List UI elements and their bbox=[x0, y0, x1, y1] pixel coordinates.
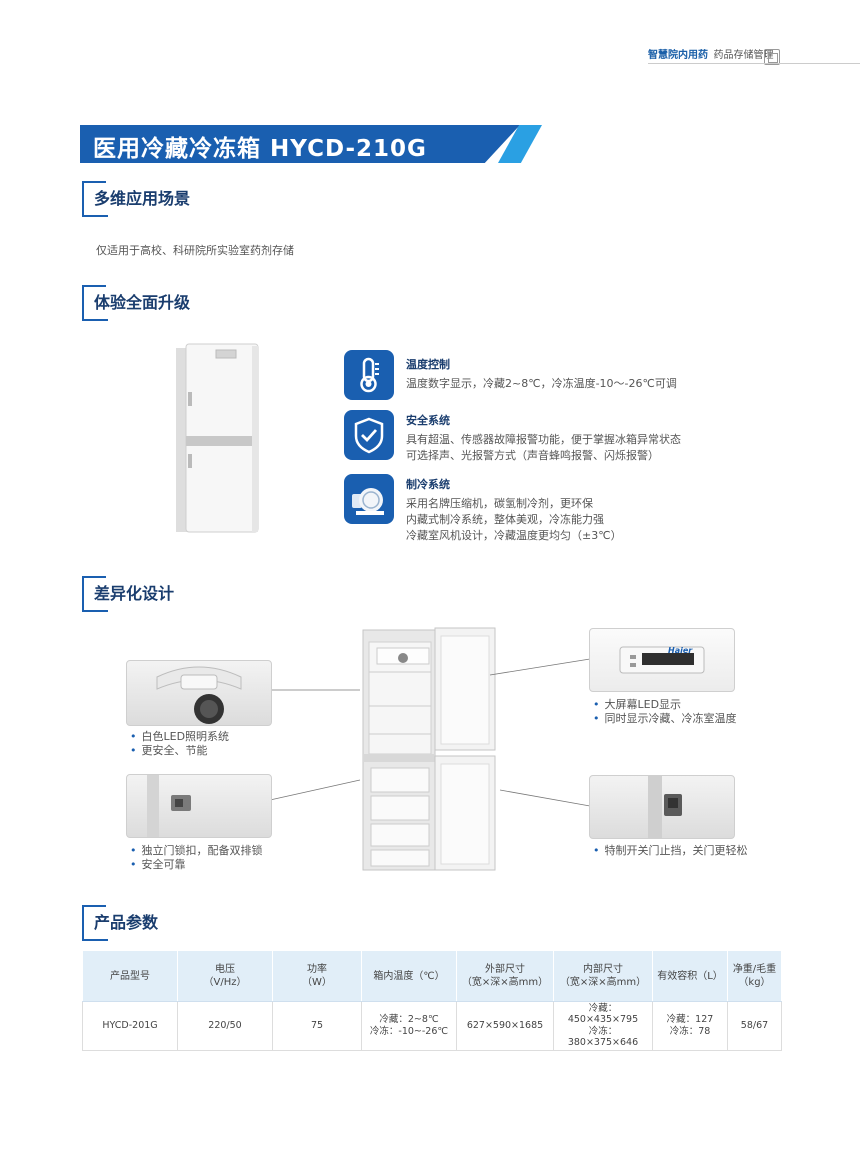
col-header: 净重/毛重（kg） bbox=[727, 950, 782, 1002]
feature-text: 具有超温、传感器故障报警功能，便于掌握冰箱异常状态 bbox=[406, 433, 681, 446]
page-title: 医用冷藏冷冻箱 HYCD-210G bbox=[93, 136, 427, 162]
col-header: 外部尺寸（宽×深×高mm） bbox=[456, 950, 554, 1002]
section-title: 多维应用场景 bbox=[94, 189, 191, 208]
led-light-photo bbox=[126, 660, 272, 726]
header-logo-icon bbox=[764, 49, 780, 65]
led-bullet: 白色LED照明系统 bbox=[130, 728, 230, 744]
lock-bullet: 安全可靠 bbox=[130, 856, 186, 872]
feature-text: 可选择声、光报警方式（声音蜂鸣报警、闪烁报警） bbox=[406, 449, 659, 462]
haier-logo: Haier bbox=[668, 646, 693, 655]
compressor-icon bbox=[344, 474, 394, 524]
col-header: 产品型号 bbox=[82, 950, 178, 1002]
section-bracket bbox=[82, 576, 108, 612]
feature-text: 温度数字显示，冷藏2~8℃，冷冻温度-10～-26℃可调 bbox=[406, 377, 677, 390]
fridge-open-image bbox=[362, 627, 496, 871]
scene-text: 仅适用于高校、科研院所实验室药剂存储 bbox=[96, 244, 294, 257]
title-banner bbox=[80, 125, 520, 163]
door-stop-bullet: 特制开关门止挡，关门更轻松 bbox=[593, 842, 748, 858]
section-bracket bbox=[82, 285, 108, 321]
feature-text: 冷藏室风机设计，冷藏温度更均匀（±3℃） bbox=[406, 529, 622, 542]
fridge-closed-image bbox=[176, 343, 259, 533]
section-title: 差异化设计 bbox=[94, 584, 175, 603]
led-bullet: 更安全、节能 bbox=[130, 742, 208, 758]
display-bullet: 同时显示冷藏、冷冻室温度 bbox=[593, 710, 737, 726]
header-section: 药品存储管理 bbox=[713, 50, 774, 61]
col-header: 内部尺寸（宽×深×高mm） bbox=[553, 950, 653, 1002]
table-header-row: 产品型号 电压（V/Hz） 功率（W） 箱内温度（℃） 外部尺寸（宽×深×高mm… bbox=[82, 950, 782, 1002]
feature-title-cooling: 制冷系统 bbox=[406, 478, 450, 491]
params-table: 产品型号 电压（V/Hz） 功率（W） 箱内温度（℃） 外部尺寸（宽×深×高mm… bbox=[82, 950, 782, 1051]
table-cell: HYCD-201G bbox=[82, 1001, 178, 1051]
led-display-photo: Haier bbox=[589, 628, 735, 692]
door-lock-photo bbox=[126, 774, 272, 838]
feature-title-temp: 温度控制 bbox=[406, 358, 450, 371]
door-stop-photo bbox=[589, 775, 735, 839]
col-header: 有效容积（L） bbox=[652, 950, 728, 1002]
header-divider bbox=[648, 63, 860, 64]
col-header: 箱内温度（℃） bbox=[361, 950, 457, 1002]
table-cell: 58/67 bbox=[727, 1001, 782, 1051]
lock-bullet: 独立门锁扣，配备双排锁 bbox=[130, 842, 263, 858]
table-cell: 75 bbox=[272, 1001, 362, 1051]
feature-title-safety: 安全系统 bbox=[406, 414, 450, 427]
section-title: 体验全面升级 bbox=[94, 293, 191, 312]
table-cell: 627×590×1685 bbox=[456, 1001, 554, 1051]
display-bullet: 大屏幕LED显示 bbox=[593, 696, 682, 712]
section-bracket bbox=[82, 181, 108, 217]
thermometer-icon bbox=[344, 350, 394, 400]
running-header: 智慧院内用药 药品存储管理 bbox=[648, 46, 773, 61]
col-header: 功率（W） bbox=[272, 950, 362, 1002]
section-bracket bbox=[82, 905, 108, 941]
section-title: 产品参数 bbox=[94, 913, 159, 932]
shield-check-icon bbox=[344, 410, 394, 460]
table-cell: 220/50 bbox=[177, 1001, 273, 1051]
feature-text: 内藏式制冷系统，整体美观，冷冻能力强 bbox=[406, 513, 604, 526]
col-header: 电压（V/Hz） bbox=[177, 950, 273, 1002]
feature-text: 采用名牌压缩机，碳氢制冷剂，更环保 bbox=[406, 497, 593, 510]
header-brand: 智慧院内用药 bbox=[648, 50, 708, 61]
